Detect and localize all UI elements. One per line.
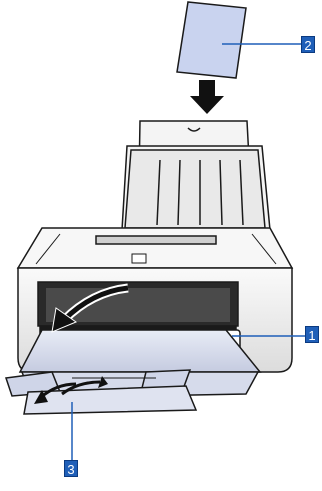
printer-top: [18, 228, 292, 268]
callout-1: 1: [305, 326, 319, 343]
callout-3: 3: [64, 460, 78, 477]
callout-2: 2: [301, 36, 315, 53]
down-arrow-icon: [190, 80, 224, 114]
paper-support: [122, 121, 270, 230]
paper-sheet: [177, 2, 246, 78]
